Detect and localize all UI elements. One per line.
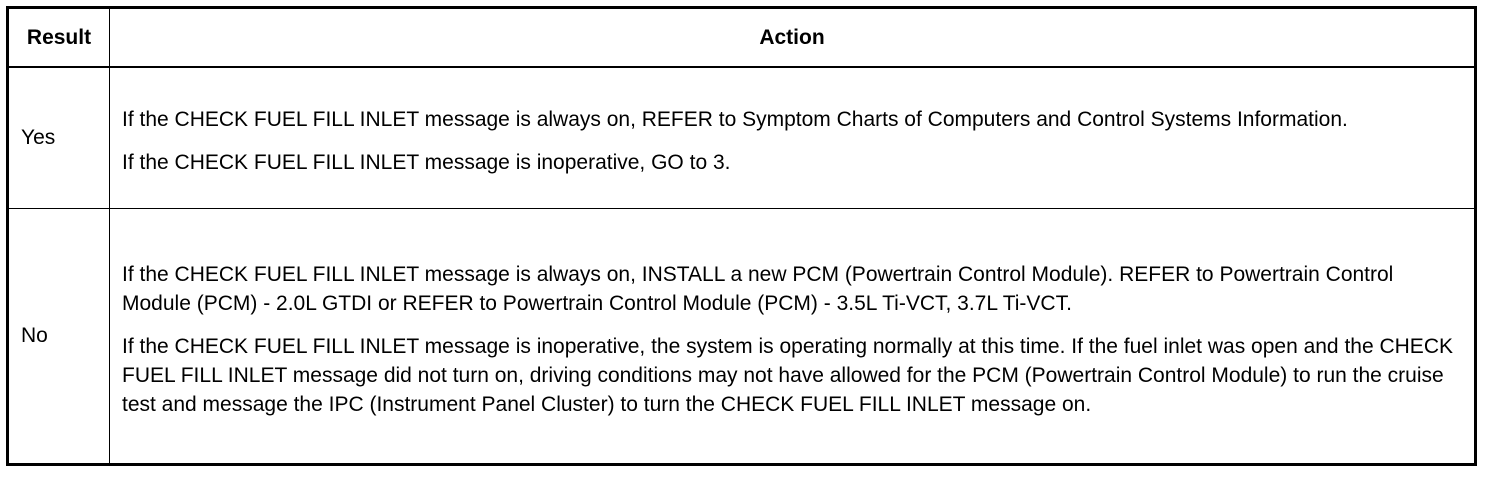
result-cell-no: No bbox=[7, 208, 110, 465]
action-cell-no: If the CHECK FUEL FILL INLET message is … bbox=[109, 208, 1476, 465]
result-cell-yes: Yes bbox=[7, 66, 110, 209]
result-column-header: Result bbox=[7, 7, 110, 68]
action-text: If the CHECK FUEL FILL INLET message is … bbox=[122, 262, 1394, 315]
action-text: If the CHECK FUEL FILL INLET message is … bbox=[122, 151, 731, 174]
table-header-row: Result Action bbox=[7, 7, 1476, 68]
table-row-yes: Yes If the CHECK FUEL FILL INLET message… bbox=[7, 66, 1476, 209]
table-row-no: No If the CHECK FUEL FILL INLET message … bbox=[7, 208, 1476, 465]
action-text: If the CHECK FUEL FILL INLET message is … bbox=[122, 334, 1453, 416]
action-column-header: Action bbox=[109, 7, 1476, 68]
action-text: If the CHECK FUEL FILL INLET message is … bbox=[122, 108, 1348, 131]
action-cell-yes: If the CHECK FUEL FILL INLET message is … bbox=[109, 66, 1476, 209]
result-action-table: Result Action Yes If the CHECK FUEL FILL… bbox=[6, 6, 1477, 466]
